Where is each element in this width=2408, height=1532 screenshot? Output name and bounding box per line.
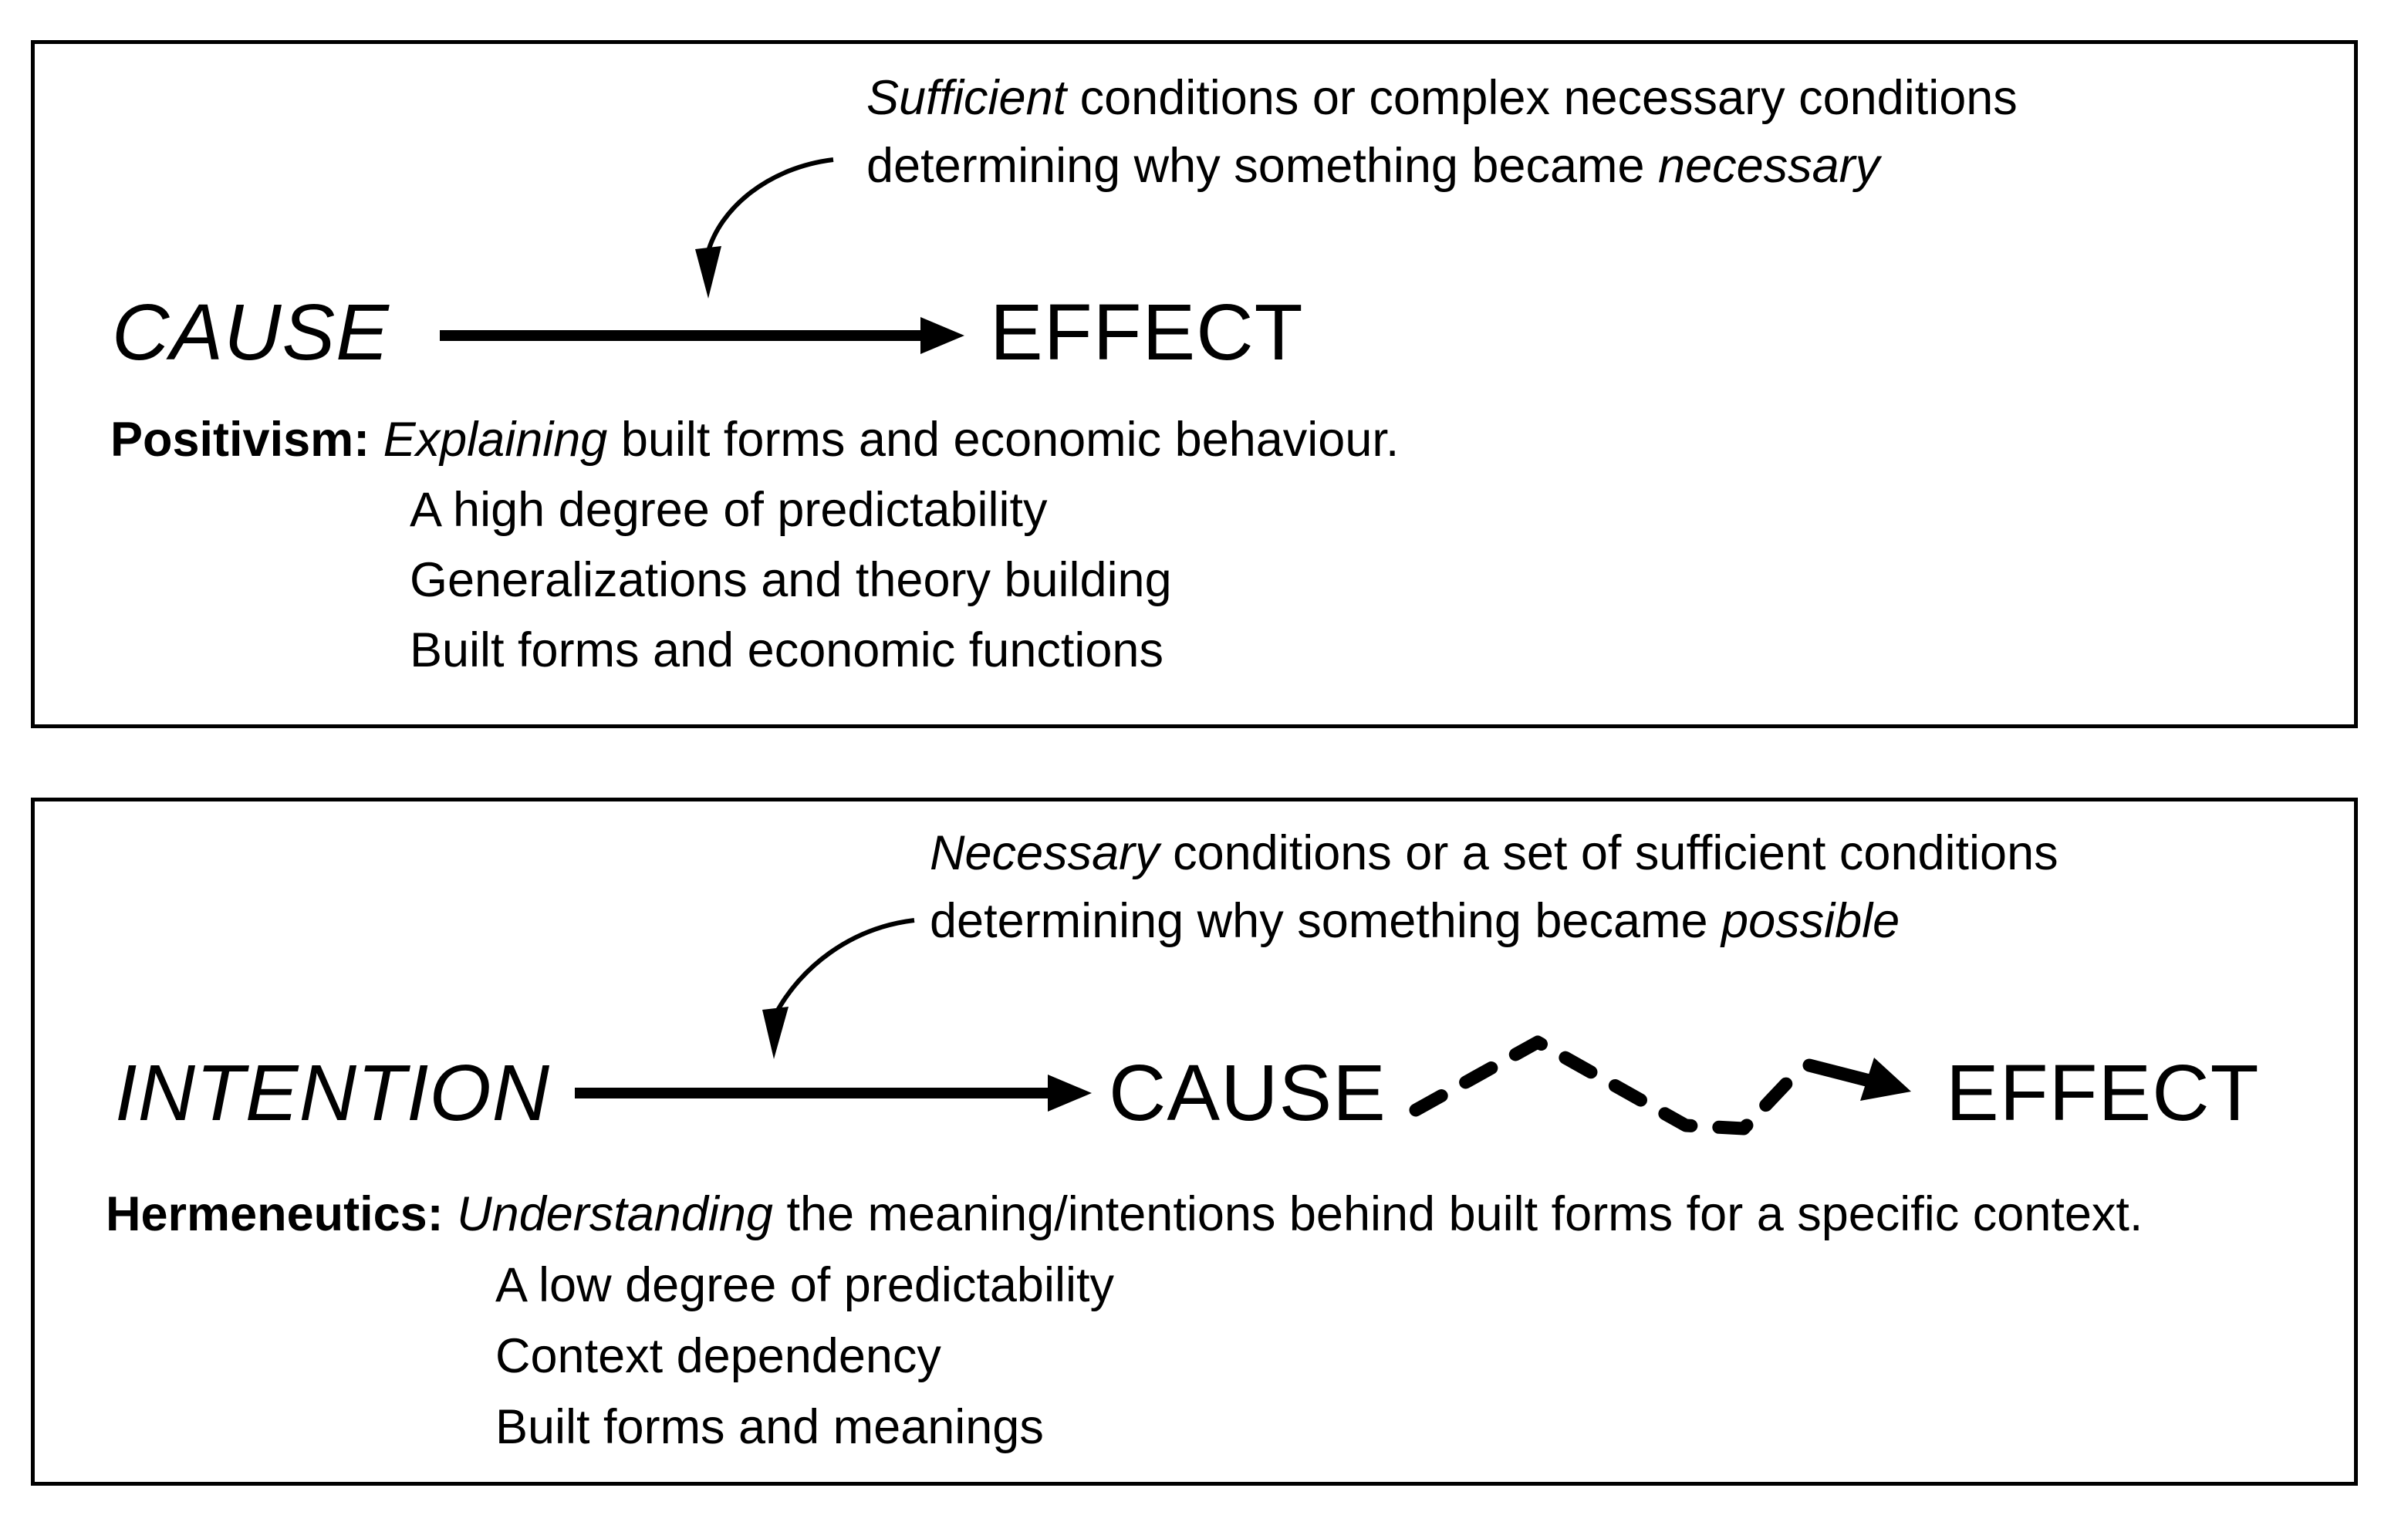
description-point: A low degree of predictability bbox=[495, 1258, 1114, 1312]
annotation-hermeneutics: Necessary conditions or a set of suffici… bbox=[930, 819, 2058, 955]
panel-hermeneutics: Necessary conditions or a set of suffici… bbox=[31, 798, 2358, 1486]
description-point: Context dependency bbox=[495, 1329, 941, 1383]
panel-hermeneutics-arrows bbox=[575, 918, 1911, 1136]
cause-effect-arrow bbox=[440, 317, 964, 354]
description-point: Built forms and economic functions bbox=[410, 623, 1163, 677]
annotation-keyword: possible bbox=[1721, 894, 1900, 948]
description-point: Generalizations and theory building bbox=[410, 553, 1172, 607]
paradigm-label: Hermeneutics: bbox=[106, 1187, 444, 1241]
label-cause: CAUSE bbox=[112, 288, 390, 376]
annotation-line-1: Sufficient conditions or complex necessa… bbox=[866, 71, 2018, 125]
curved-annotation-arrow bbox=[695, 157, 834, 299]
panel-positivism-arrows bbox=[440, 157, 964, 354]
description-point: Built forms and meanings bbox=[495, 1400, 1044, 1454]
intention-cause-arrow bbox=[575, 1075, 1092, 1112]
paradigm-label: Positivism: bbox=[110, 413, 370, 467]
annotation-keyword: Sufficient bbox=[866, 71, 1067, 125]
description-lead-line: Hermeneutics: Understanding the meaning/… bbox=[106, 1187, 2143, 1241]
annotation-keyword: Necessary bbox=[930, 826, 1160, 880]
label-cause: CAUSE bbox=[1109, 1048, 1386, 1137]
description-positivism: Positivism: Explaining built forms and e… bbox=[110, 405, 1399, 686]
dashed-zigzag-arrow bbox=[1409, 1035, 1911, 1136]
annotation-positivism: Sufficient conditions or complex necessa… bbox=[866, 64, 2018, 200]
annotation-line-2: determining why something became necessa… bbox=[866, 139, 1880, 193]
description-point: A high degree of predictability bbox=[410, 483, 1048, 537]
label-intention: INTENTION bbox=[115, 1048, 551, 1137]
panel-positivism: Sufficient conditions or complex necessa… bbox=[31, 40, 2358, 728]
curved-annotation-arrow bbox=[762, 918, 915, 1059]
annotation-line-1: Necessary conditions or a set of suffici… bbox=[930, 826, 2058, 880]
annotation-keyword: necessary bbox=[1658, 139, 1880, 193]
description-lead-line: Positivism: Explaining built forms and e… bbox=[110, 413, 1400, 467]
description-hermeneutics: Hermeneutics: Understanding the meaning/… bbox=[106, 1179, 2143, 1463]
annotation-line-2: determining why something became possibl… bbox=[930, 894, 1900, 948]
label-effect: EFFECT bbox=[990, 288, 1304, 376]
label-effect: EFFECT bbox=[1946, 1048, 2260, 1137]
